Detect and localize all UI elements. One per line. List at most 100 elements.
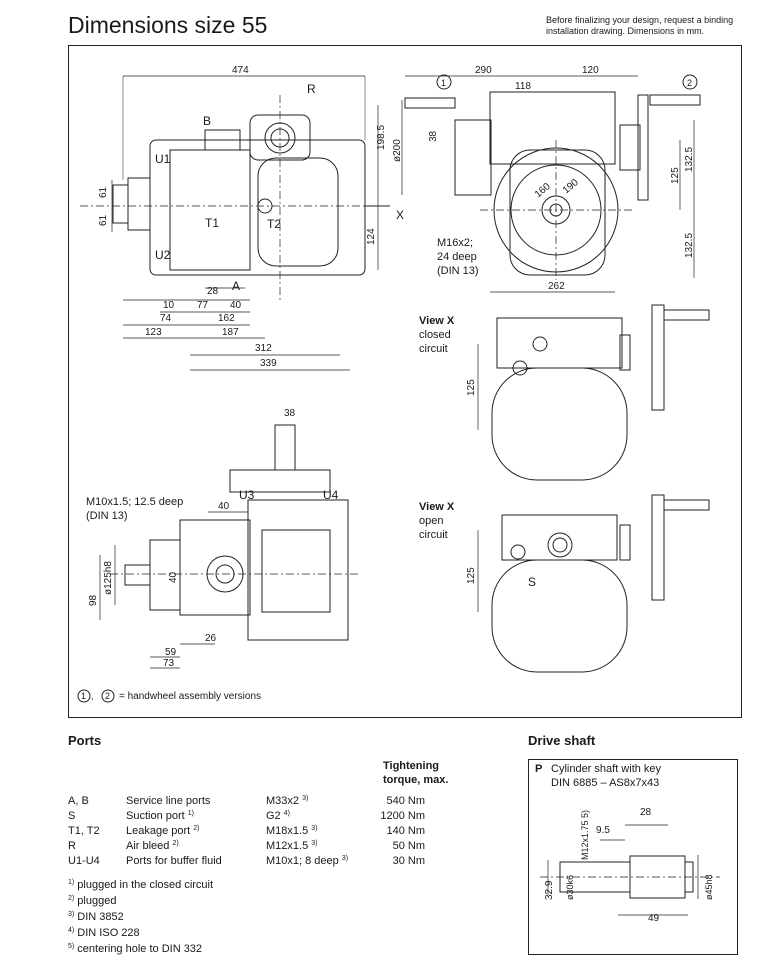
dim-98: 98	[88, 594, 99, 606]
dim-61-a: 61	[98, 186, 109, 198]
port-desc-text: Air bleed	[126, 840, 170, 852]
footnotes: 1) plugged in the closed circuit 2) plug…	[68, 876, 213, 956]
dim-124: 124	[366, 228, 377, 245]
port-torque: 1200 Nm	[380, 810, 425, 822]
dim-118: 118	[515, 81, 531, 92]
dim-o125h8: ø125h8	[103, 561, 114, 595]
view-x-open	[477, 494, 710, 673]
footnote-text: centering hole to DIN 332	[77, 943, 203, 955]
port-thread: M10x1; 8 deep 3)	[266, 855, 348, 867]
dim-132-5-b: 132.5	[684, 233, 695, 258]
label-t2: T2	[267, 217, 281, 231]
port-code: T1, T2	[68, 825, 100, 837]
legend-text: = handwheel assembly versions	[119, 691, 261, 702]
ds-dim-9-5: 9.5	[596, 825, 610, 836]
footnote-number: 4)	[68, 927, 75, 934]
dim-40: 40	[230, 300, 242, 311]
label-s: S	[528, 575, 536, 589]
port-code: S	[68, 810, 76, 822]
footnote-number: 1)	[68, 879, 75, 886]
side-view	[80, 75, 390, 371]
dim-74: 74	[160, 313, 172, 324]
footnote-text: plugged	[77, 895, 117, 907]
dim-290: 290	[475, 65, 492, 76]
port-desc-text: Leakage port	[126, 825, 191, 837]
footnote: 2) plugged	[68, 892, 213, 908]
callout-1: 1	[441, 78, 446, 88]
port-thread: G2 4)	[266, 810, 290, 822]
torque-header: Tightening torque, max.	[383, 759, 448, 787]
dim-125: 125	[670, 167, 681, 184]
view-open-line2: circuit	[419, 529, 448, 541]
dim-b-40-top: 40	[218, 501, 230, 512]
port-thread-value: G2	[266, 810, 281, 822]
drawing-frame	[68, 45, 742, 718]
footnote: 4) DIN ISO 228	[68, 924, 213, 940]
label-b: B	[203, 114, 211, 128]
footnote: 3) DIN 3852	[68, 908, 213, 924]
footnote: 1) plugged in the closed circuit	[68, 876, 213, 892]
drive-shaft-line1: Cylinder shaft with key	[551, 763, 662, 775]
page-title: Dimensions size 55	[68, 12, 268, 38]
dim-38: 38	[428, 130, 439, 142]
port-thread-value: M18x1.5	[266, 825, 309, 837]
footnote-number: 5)	[68, 943, 75, 950]
port-desc: Leakage port 2)	[126, 825, 200, 837]
dim-59: 59	[165, 647, 177, 658]
footnote-number: 2)	[68, 895, 75, 902]
footnote-text: DIN ISO 228	[77, 927, 140, 939]
dim-77: 77	[197, 300, 209, 311]
footnote: 5) centering hole to DIN 332	[68, 940, 213, 956]
drive-shaft-code: P	[535, 763, 543, 775]
label-u4: U4	[323, 488, 339, 502]
dim-123: 123	[145, 327, 162, 338]
port-thread-note: 3)	[341, 855, 349, 862]
drive-shaft-heading: Drive shaft	[528, 733, 596, 748]
legend-n1: 1	[81, 691, 86, 701]
port-thread-note: 3)	[302, 795, 309, 802]
port-thread-note: 3)	[311, 840, 318, 847]
ds-dim-28-label: 28	[640, 807, 652, 818]
torque-header-line2: torque, max.	[383, 774, 449, 786]
dim-closed-125: 125	[466, 379, 477, 396]
dim-26: 26	[205, 633, 217, 644]
ds-dim-49: 49	[648, 913, 660, 924]
dim-73: 73	[163, 658, 175, 669]
footnote-number: 3)	[68, 911, 75, 918]
dim-28: 28	[207, 286, 219, 297]
view-closed-line1: closed	[419, 329, 451, 341]
label-u1: U1	[155, 152, 171, 166]
label-r: R	[307, 82, 316, 96]
torque-header-line1: Tightening	[383, 760, 440, 772]
port-desc: Air bleed 2)	[126, 840, 179, 852]
dim-190: 190	[561, 177, 581, 196]
dim-198-5: 198.5	[376, 125, 387, 150]
view-open-line1: open	[419, 515, 443, 527]
port-thread-note: 4)	[283, 810, 290, 817]
view-closed-line2: circuit	[419, 343, 448, 355]
view-open-title: View X	[419, 501, 455, 513]
dim-262: 262	[548, 281, 565, 292]
label-x: X	[396, 208, 404, 222]
port-thread-value: M33x2	[266, 795, 300, 807]
drive-shaft-box	[528, 759, 738, 955]
dim-120: 120	[582, 65, 599, 76]
port-code: A, B	[68, 795, 89, 807]
view-x-closed	[477, 304, 710, 481]
dim-10: 10	[163, 300, 175, 311]
dim-312: 312	[255, 343, 272, 354]
thread-line-2: 24 deep	[437, 251, 477, 263]
thread-line-1: M16x2;	[437, 237, 473, 249]
port-torque: 540 Nm	[386, 795, 425, 807]
label-u2: U2	[155, 248, 171, 262]
port-desc: Suction port 1)	[126, 810, 194, 822]
port-thread: M12x1.5 3)	[266, 840, 318, 852]
bottom-thread-1: M10x1.5; 12.5 deep	[86, 496, 183, 508]
port-thread: M33x2 3)	[266, 795, 308, 807]
dim-162: 162	[218, 313, 235, 324]
dim-132-5-a: 132.5	[684, 147, 695, 172]
port-desc-note: 1)	[187, 810, 194, 817]
port-thread-value: M10x1; 8 deep	[266, 855, 339, 867]
dim-o200: ø200	[392, 139, 403, 162]
